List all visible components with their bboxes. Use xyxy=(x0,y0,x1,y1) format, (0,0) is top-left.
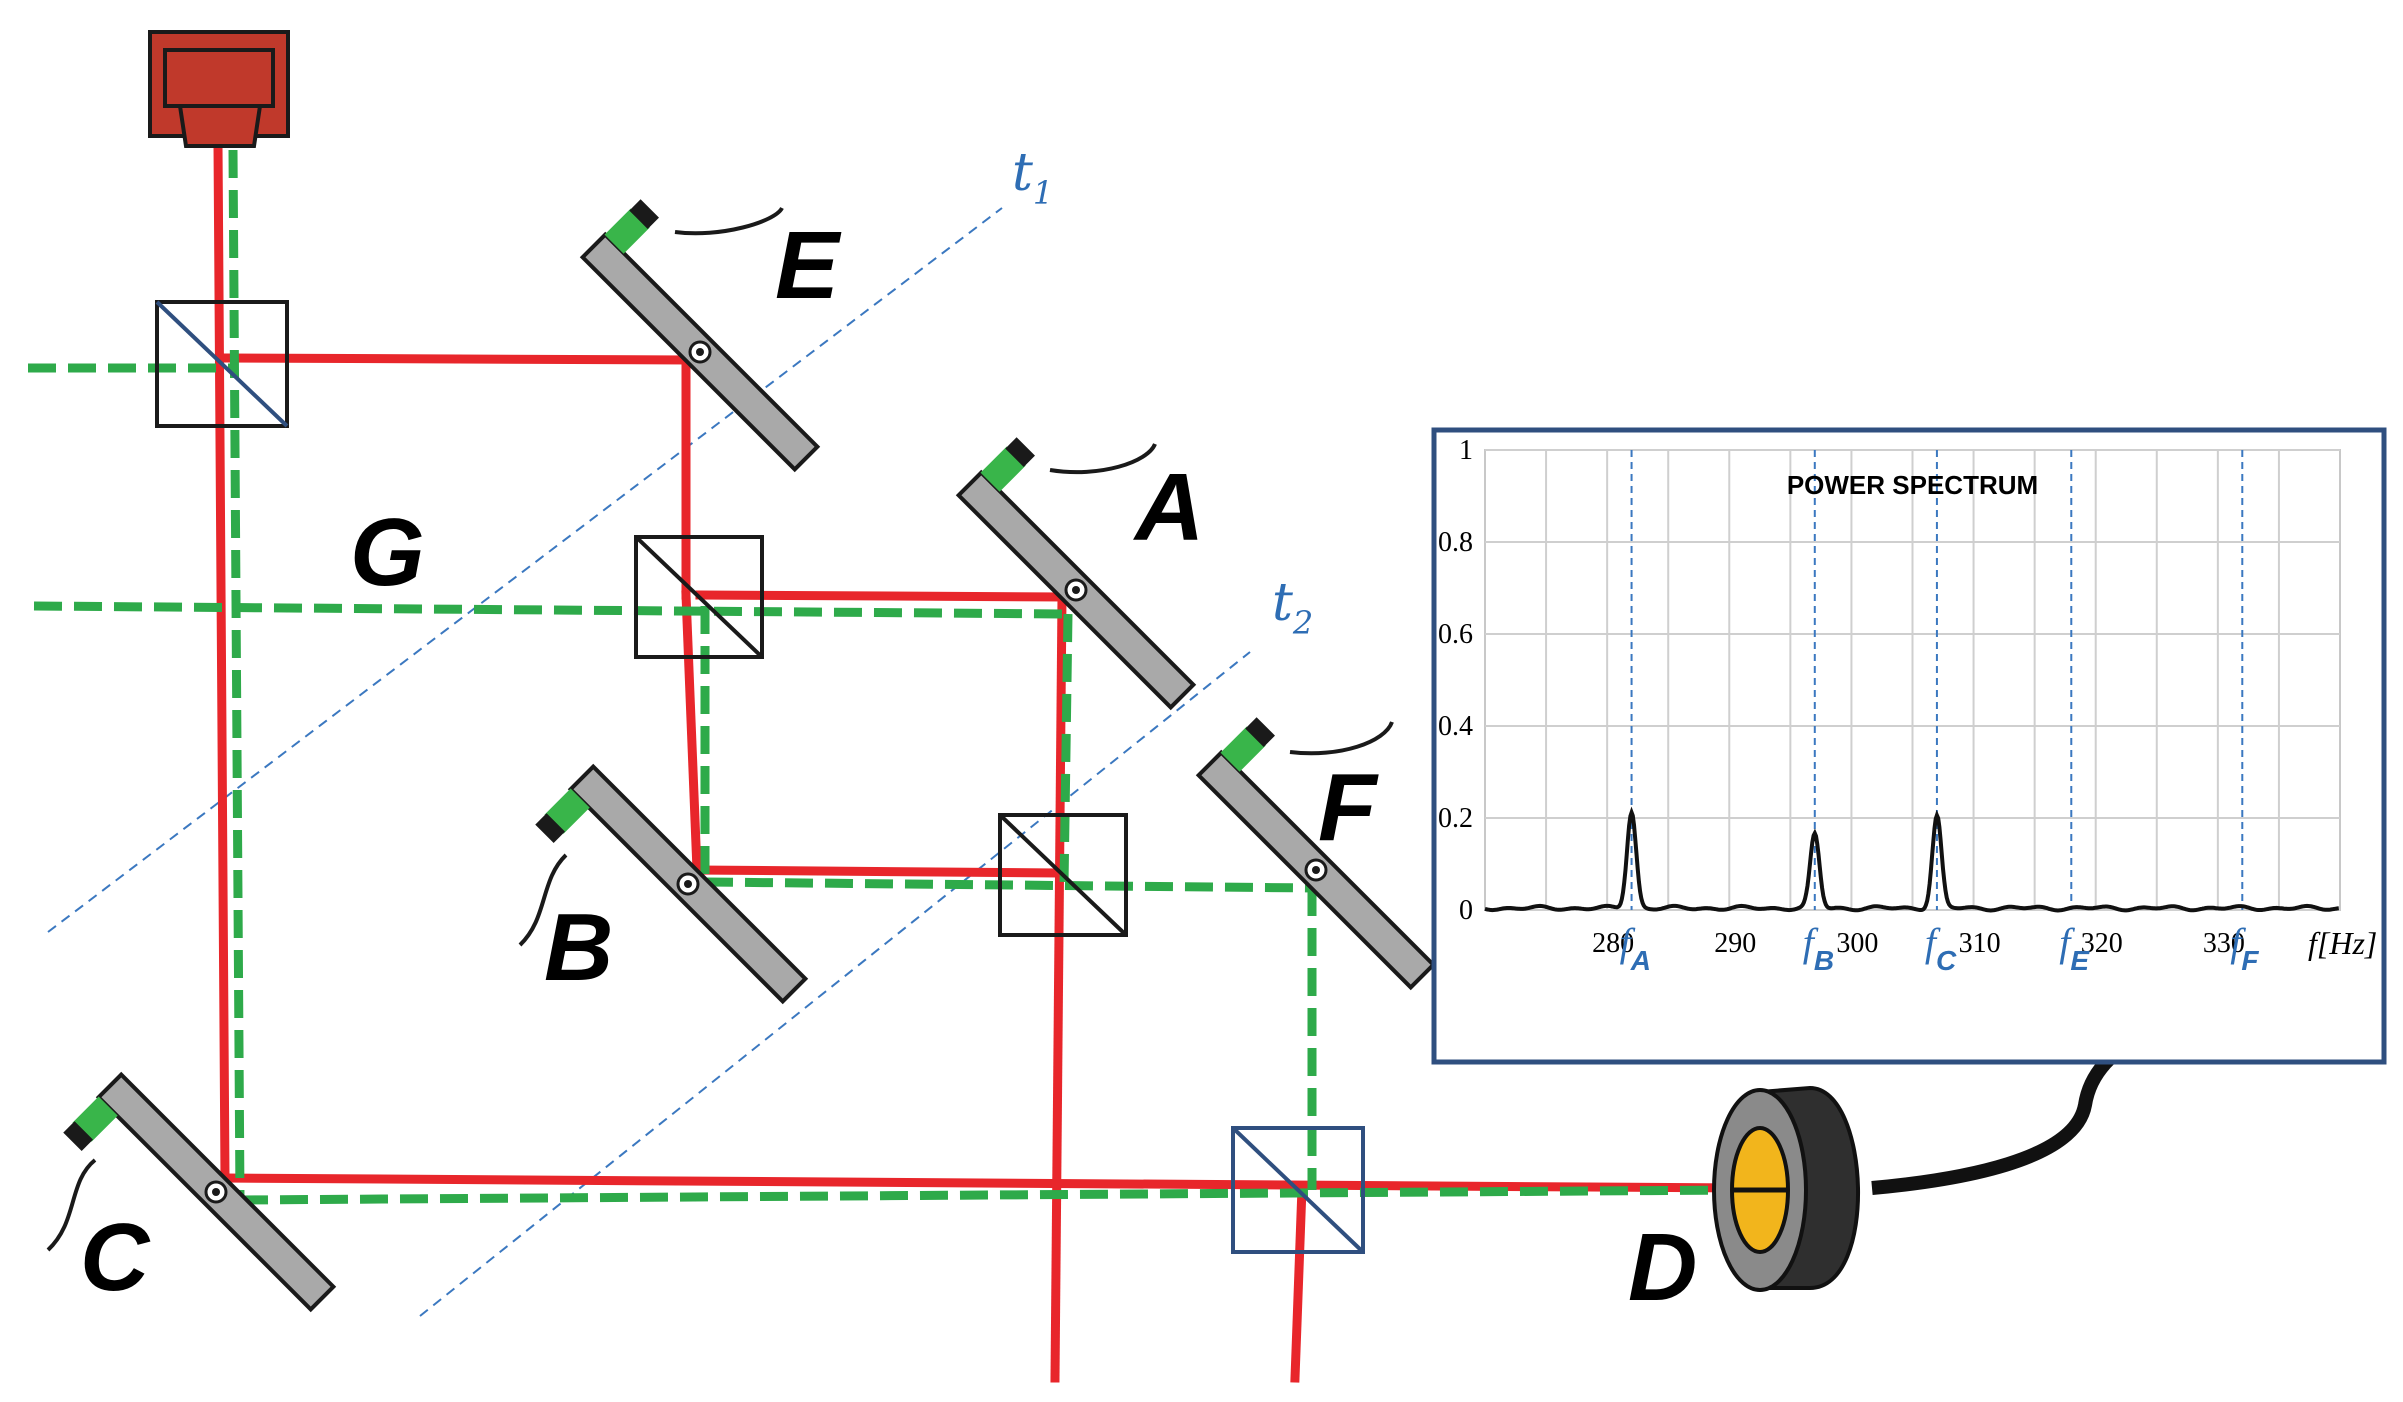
wire-A xyxy=(1049,443,1157,475)
mirror-F xyxy=(1195,717,1437,991)
y-tick-label: 0.6 xyxy=(1438,619,1473,650)
time-line-t1 xyxy=(47,207,1003,933)
green-beam-paths xyxy=(28,149,1741,1205)
wire-F xyxy=(1289,721,1394,756)
x-tick-label: 310 xyxy=(1959,928,2001,959)
x-axis-label: f[Hz] xyxy=(2308,925,2377,961)
mirror-A xyxy=(955,437,1197,711)
beam-splitter-3 xyxy=(998,813,1128,937)
mirror-E xyxy=(579,199,821,473)
y-tick-label: 1 xyxy=(1459,435,1473,466)
y-tick-label: 0.4 xyxy=(1438,711,1473,742)
t2-label: t2 xyxy=(1272,573,1313,642)
wire-B xyxy=(518,853,568,947)
y-tick-label: 0.2 xyxy=(1438,803,1473,834)
photodetector-D xyxy=(1712,1085,1861,1292)
wire-E xyxy=(674,206,784,236)
x-tick-label: 320 xyxy=(2081,928,2123,959)
label-B: B xyxy=(544,894,613,1001)
label-G: G xyxy=(350,499,425,606)
t1-label: t1 xyxy=(1012,143,1053,212)
y-tick-label: 0.8 xyxy=(1438,527,1473,558)
beam-splitter-1 xyxy=(155,300,289,428)
label-F: F xyxy=(1318,754,1379,861)
y-tick-label: 0 xyxy=(1459,895,1473,926)
wire-C xyxy=(46,1158,97,1252)
red-beam-paths xyxy=(213,140,1745,1383)
laser-source xyxy=(148,30,290,148)
x-tick-label: 290 xyxy=(1714,928,1756,959)
mirror-C xyxy=(63,1071,337,1313)
chart-title: POWER SPECTRUM xyxy=(1787,470,2038,500)
mirror-B xyxy=(535,763,809,1005)
x-tick-label: 280 xyxy=(1592,928,1634,959)
x-tick-label: 300 xyxy=(1836,928,1878,959)
label-C: C xyxy=(80,1204,151,1311)
time-line-t2 xyxy=(419,651,1251,1317)
beam-splitter-2 xyxy=(634,535,764,659)
x-tick-label: 330 xyxy=(2203,928,2245,959)
beam-splitter-4 xyxy=(1231,1126,1365,1254)
frequency-marker-label: fE xyxy=(2059,920,2090,976)
label-A: A xyxy=(1133,454,1204,561)
label-D: D xyxy=(1628,1214,1697,1321)
spectrum-curve xyxy=(1484,806,2339,913)
label-E: E xyxy=(775,212,842,319)
